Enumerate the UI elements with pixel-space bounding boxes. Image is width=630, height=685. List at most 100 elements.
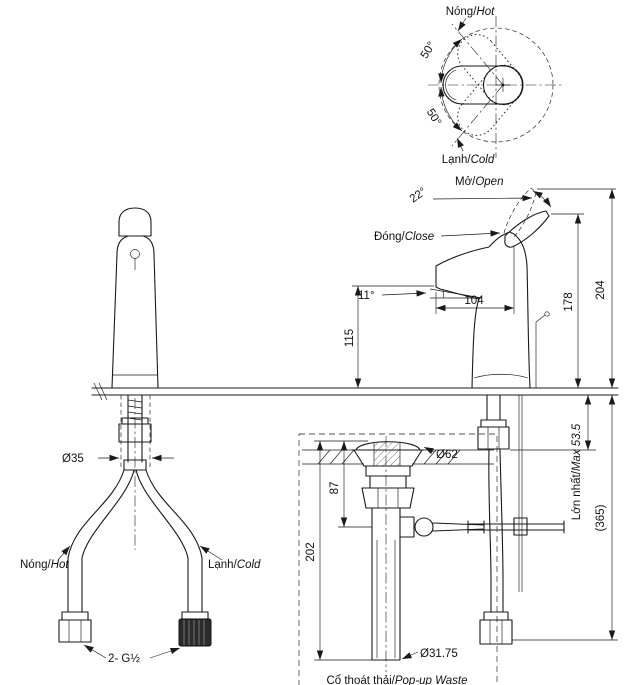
cold-label-top-en: Cold	[471, 154, 495, 166]
dim-204-label: 204	[595, 280, 607, 300]
hot-hose-nut-facets	[68, 620, 82, 642]
thread-leader-right	[149, 647, 181, 659]
lift-rod-upper	[535, 314, 546, 388]
close-label-vi: Đóng/	[374, 231, 405, 243]
angle-11-label: 11°	[358, 290, 375, 302]
dim-104-label: 104	[464, 295, 484, 307]
handle-open-ghost	[503, 187, 537, 238]
hot-leader	[457, 17, 467, 32]
dim-87-label: 87	[329, 482, 341, 495]
cold-front-leader	[199, 545, 223, 561]
handle-front-detail	[130, 249, 140, 259]
faucet-front-handle-cap	[118, 207, 152, 237]
dim-3175-leader	[401, 651, 419, 660]
popup-caption-vi: Cổ thoát thải/	[326, 675, 395, 685]
horizontal-rod	[432, 520, 485, 534]
hot-label-front-en: Hot	[51, 559, 70, 571]
locknut	[361, 487, 415, 509]
cold-hose-inner	[135, 469, 189, 613]
spout-angle-arc	[442, 289, 445, 299]
base-seam	[473, 373, 529, 379]
open-label-en: Open	[475, 176, 503, 188]
swing-boundary-lines	[451, 23, 504, 147]
thread-label: 2- G½	[108, 653, 140, 665]
dim-62-label: Ø62	[436, 449, 458, 461]
hot-hose-inner	[81, 469, 135, 613]
spout-angle-leader	[381, 290, 427, 297]
close-label-en: Close	[405, 231, 434, 243]
knurl-lines	[183, 620, 205, 645]
popup-waste-view: Ø62 87 202 Ø31.75 Cổ thoát thải/Pop-up W…	[298, 433, 498, 685]
lift-rod-knob	[544, 311, 550, 317]
handle-closed	[504, 210, 550, 248]
tail-pipe-inner-walls	[376, 540, 396, 658]
popup-waste-box	[298, 433, 498, 685]
dim-62-leader	[423, 446, 435, 455]
dim-max-label-vi: Lớn nhất/	[571, 470, 583, 520]
hot-label-front-vi: Nóng/	[20, 559, 51, 571]
dim-115-label: 115	[344, 329, 356, 347]
valve-circle	[482, 64, 524, 106]
front-view: Ø35 Nóng/Hot Lạnh/Cold 2- G½	[20, 207, 261, 665]
dim-35-label: Ø35	[62, 453, 84, 465]
angle-arc-upper	[438, 38, 463, 84]
mounting-nut-facets	[487, 427, 500, 449]
side-view: 22° Mở/Open Đóng/Close 11° 104 115 178 2…	[344, 176, 618, 645]
pivot-dot	[501, 83, 505, 87]
shank-side	[486, 394, 501, 421]
plug-hatch	[374, 442, 400, 466]
open-label: Mở/Open	[455, 176, 503, 188]
dim-3175-label: Ø31.75	[420, 648, 458, 660]
basin-deck-hatch	[317, 449, 461, 465]
thread-leader-left	[83, 644, 107, 659]
cold-label-front-en: Cold	[237, 559, 261, 571]
rod-nut	[399, 516, 415, 538]
hose-nut-facets	[489, 620, 503, 644]
hot-front-leader	[57, 545, 71, 561]
hot-label-front: Nóng/Hot	[20, 559, 69, 571]
cold-hose-outer	[145, 469, 203, 613]
counter-break-mark	[93, 382, 108, 401]
hole-projection-lines	[120, 395, 151, 470]
lift-rod-lower	[518, 395, 523, 592]
plug-walls	[373, 442, 401, 466]
basin-deck-lines	[302, 449, 494, 465]
side-view-supply	[467, 394, 565, 645]
dim-365-label: (365)	[595, 504, 607, 531]
popup-caption-en: Pop-up Waste	[395, 675, 468, 685]
cold-leader	[456, 137, 464, 152]
cold-label-top: Lạnh/Cold	[442, 154, 495, 166]
angle-arc-lower	[438, 86, 463, 132]
locknut-facets	[377, 488, 399, 508]
shank-threads	[127, 399, 143, 421]
spout-angle-wedge	[429, 288, 483, 299]
open-angle-leader	[432, 194, 533, 202]
open-angle-arc	[532, 190, 552, 208]
faucet-side-outline	[435, 231, 531, 389]
mounting-nut-side	[477, 426, 510, 450]
hot-hose-nut	[58, 619, 92, 643]
hot-label-top-en: Hot	[476, 6, 495, 18]
mounting-nut-front	[118, 423, 152, 443]
popup-lever-side	[467, 520, 565, 534]
dim-202-label: 202	[305, 542, 317, 561]
dim-178-label: 178	[563, 292, 575, 311]
popup-caption: Cổ thoát thải/Pop-up Waste	[326, 675, 467, 685]
close-label: Đóng/Close	[374, 231, 434, 243]
rod-ball-joint	[414, 517, 434, 537]
dim-max-label-en: Max 53.5	[571, 423, 583, 471]
cold-label-front-vi: Lạnh/	[208, 559, 238, 571]
hot-label-top-vi: Nóng/	[446, 6, 477, 18]
hose-tee-fitting	[123, 459, 147, 471]
hose-nut-side	[479, 619, 513, 645]
lever-clamp	[513, 517, 528, 536]
hot-label-top: Nóng/Hot	[446, 6, 495, 18]
tail-pipe	[371, 507, 401, 661]
swing-circle	[438, 27, 554, 143]
front-view-hoses	[58, 469, 212, 647]
close-leader	[440, 230, 501, 237]
dim-max-label: Lớn nhất/Max 53.5	[571, 423, 583, 520]
